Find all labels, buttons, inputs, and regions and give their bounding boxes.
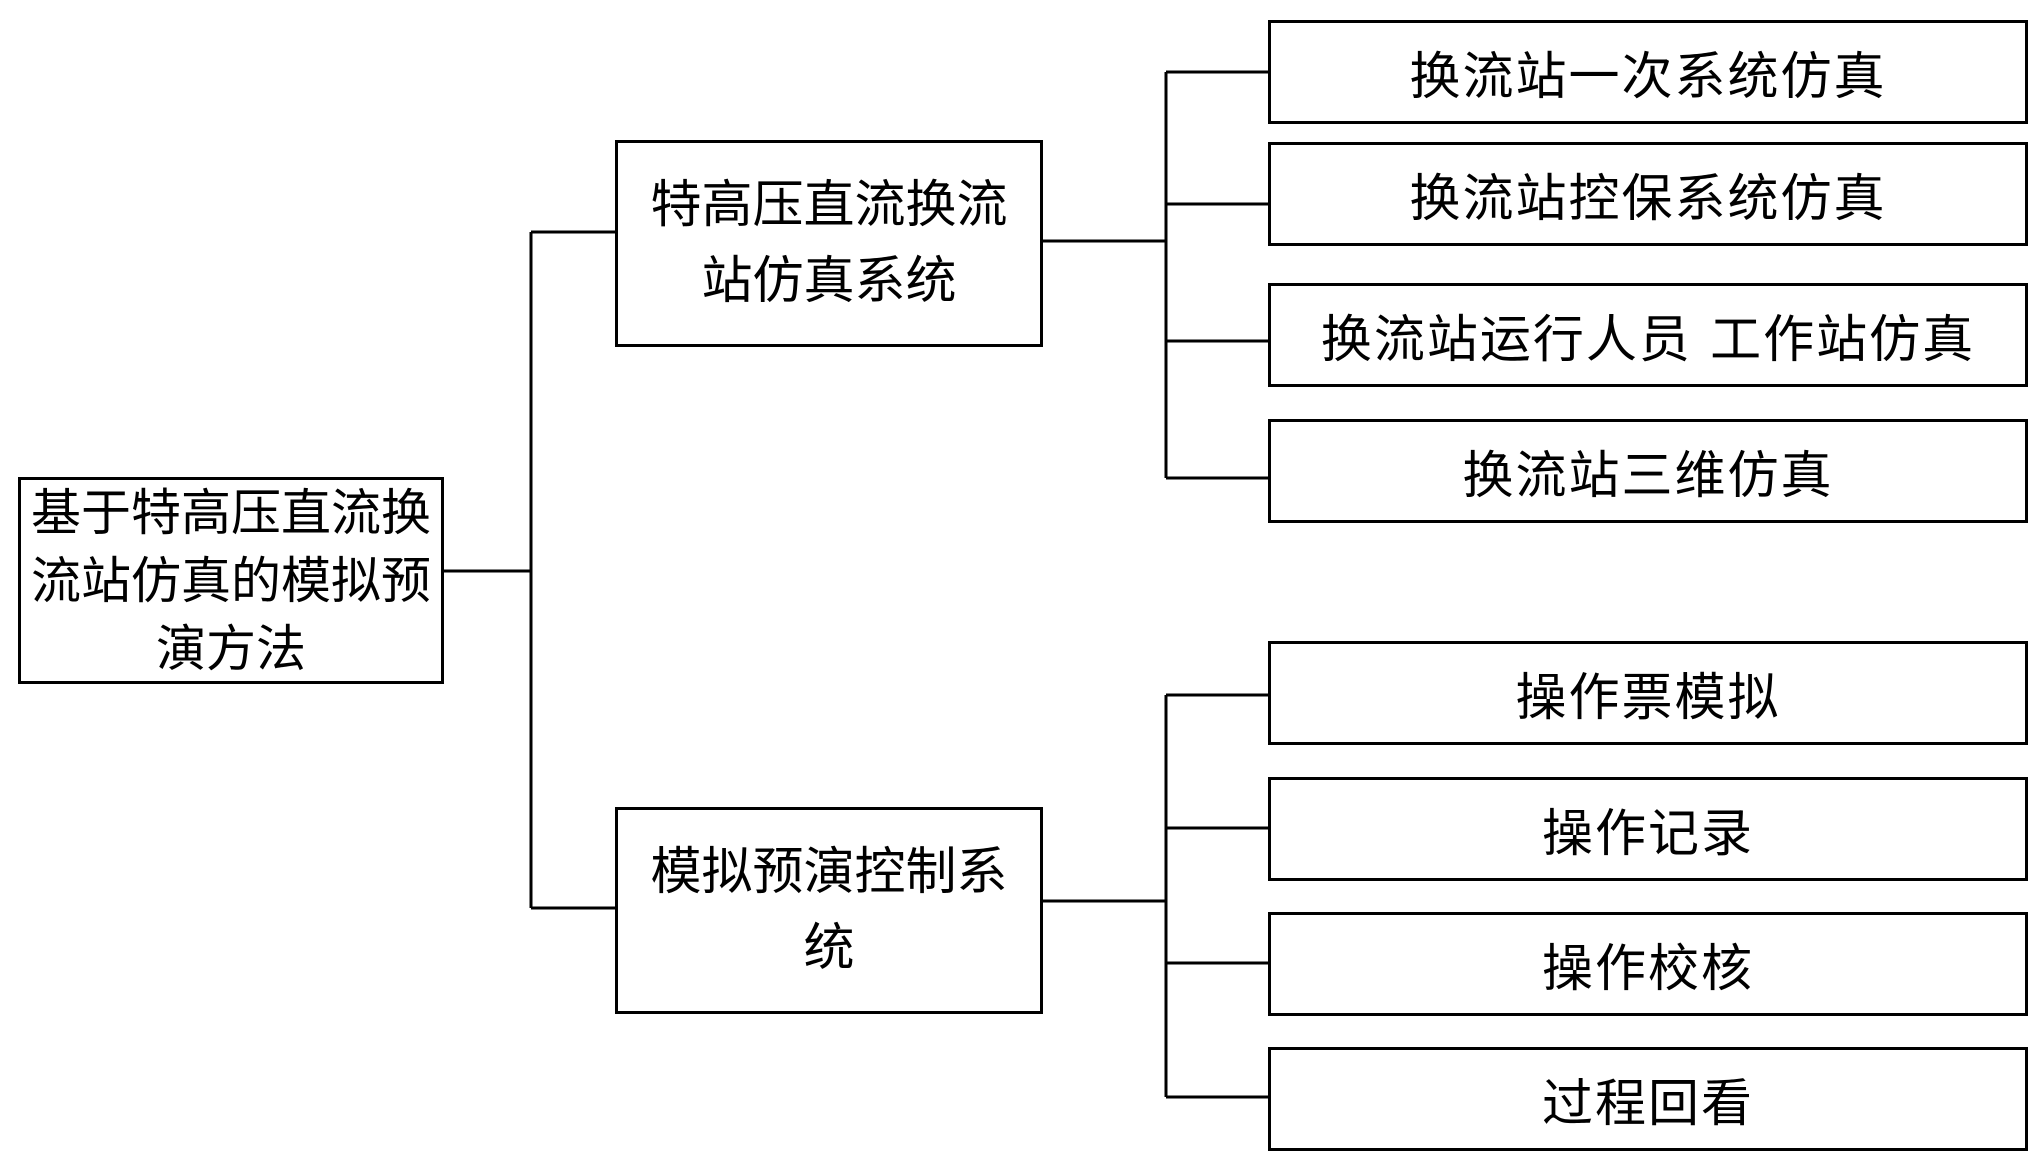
leaf-node-label: 换流站三维仿真 [1462, 447, 1834, 506]
branch-node-converter-station-simulation: 特高压直流换流站仿真系统 [615, 140, 1043, 347]
leaf-node-primary-system-simulation: 换流站一次系统仿真 [1268, 20, 2028, 124]
leaf-node-label: 换流站控保系统仿真 [1409, 170, 1887, 229]
leaf-node-operation-record: 操作记录 [1268, 777, 2028, 881]
branch-node-label: 模拟预演控制系统 [650, 842, 1008, 978]
leaf-node-label: 操作票模拟 [1515, 669, 1781, 728]
leaf-node-label: 操作校核 [1541, 940, 1754, 999]
leaf-node-process-replay: 过程回看 [1268, 1047, 2028, 1151]
root-node-label: 基于特高压直流换流站仿真的模拟预演方法 [31, 483, 431, 678]
leaf-node-3d-simulation: 换流站三维仿真 [1268, 419, 2028, 523]
branch-node-label: 特高压直流换流站仿真系统 [650, 175, 1008, 311]
root-node: 基于特高压直流换流站仿真的模拟预演方法 [18, 477, 444, 684]
leaf-node-label: 换流站运行人员 工作站仿真 [1320, 311, 1976, 370]
leaf-node-label: 过程回看 [1541, 1075, 1754, 1134]
leaf-node-operation-check: 操作校核 [1268, 912, 2028, 1016]
leaf-node-control-protection-simulation: 换流站控保系统仿真 [1268, 142, 2028, 246]
leaf-node-ticket-simulation: 操作票模拟 [1268, 641, 2028, 745]
leaf-node-operator-workstation-simulation: 换流站运行人员 工作站仿真 [1268, 283, 2028, 387]
leaf-node-label: 操作记录 [1541, 805, 1754, 864]
leaf-node-label: 换流站一次系统仿真 [1409, 48, 1887, 107]
branch-node-rehearsal-control: 模拟预演控制系统 [615, 807, 1043, 1014]
